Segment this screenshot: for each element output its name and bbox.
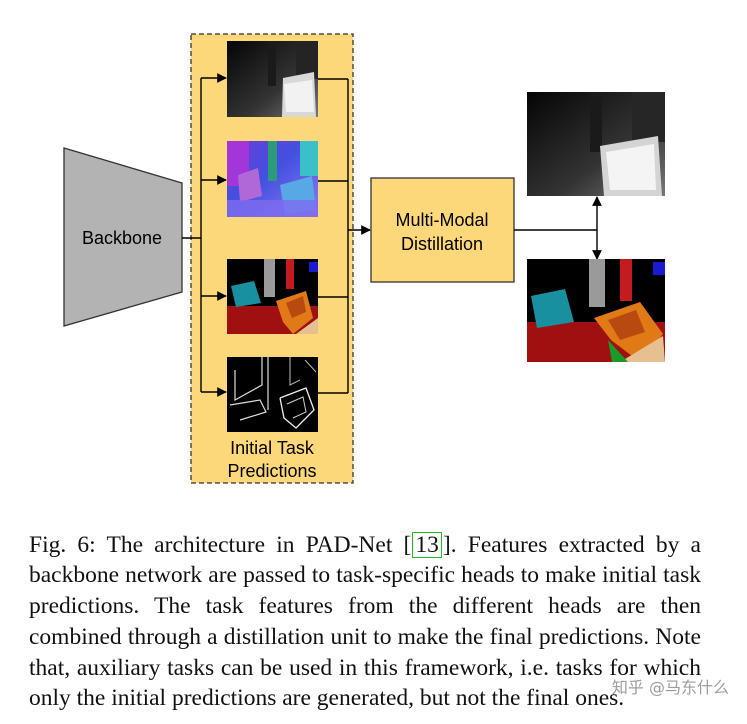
segmentation-output-image xyxy=(527,259,665,362)
caption-prefix: Fig. 6: The architecture in PAD-Net [ xyxy=(29,531,412,558)
distillation-label-line2: Distillation xyxy=(401,234,483,254)
initial-predictions-label-line1: Initial Task xyxy=(230,438,315,458)
watermark: 知乎 @马东什么 xyxy=(611,678,729,697)
surface-normals-thumbnail xyxy=(227,141,318,217)
backbone-label: Backbone xyxy=(82,228,162,248)
figure-caption: Fig. 6: The architecture in PAD-Net [13]… xyxy=(29,530,701,715)
depth-output-image xyxy=(527,92,665,196)
caption-body: ]. Features extracted by a backbone netw… xyxy=(29,531,701,712)
distillation-label-line1: Multi-Modal xyxy=(395,210,488,230)
depth-thumbnail xyxy=(227,41,318,117)
backbone-block xyxy=(63,147,183,327)
architecture-figure: Backbone xyxy=(63,33,665,484)
citation-link[interactable]: 13 xyxy=(412,531,442,558)
segmentation-thumbnail xyxy=(227,259,318,334)
edge-thumbnail xyxy=(227,357,318,432)
initial-predictions-label-line2: Predictions xyxy=(227,461,316,481)
distillation-block xyxy=(370,177,515,283)
